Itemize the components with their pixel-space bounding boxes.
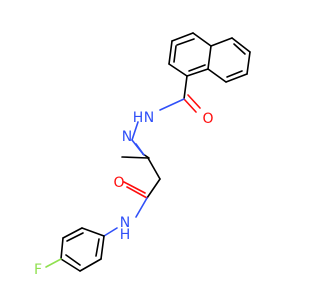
amide-nitrogen-label: N: [120, 215, 130, 231]
imine-nitrogen-label: N: [122, 129, 132, 145]
amide-oxygen-label: O: [113, 175, 124, 191]
amide-hydrogen-label: H: [120, 227, 131, 243]
fluorophenyl-ring: [45, 227, 118, 272]
carbonyl-oxygen-label: O: [202, 111, 213, 127]
naphthalene-ring: [168, 32, 251, 83]
fluorine-label: F: [34, 262, 42, 278]
hydrazone-chain: [121, 139, 161, 218]
hydrazide-group: [131, 75, 201, 141]
hydrazide-nitrogen-label: N: [144, 110, 154, 126]
molecule-diagram: O N H N O N H F: [34, 32, 251, 278]
hydrazide-hydrogen-label: H: [133, 110, 144, 126]
